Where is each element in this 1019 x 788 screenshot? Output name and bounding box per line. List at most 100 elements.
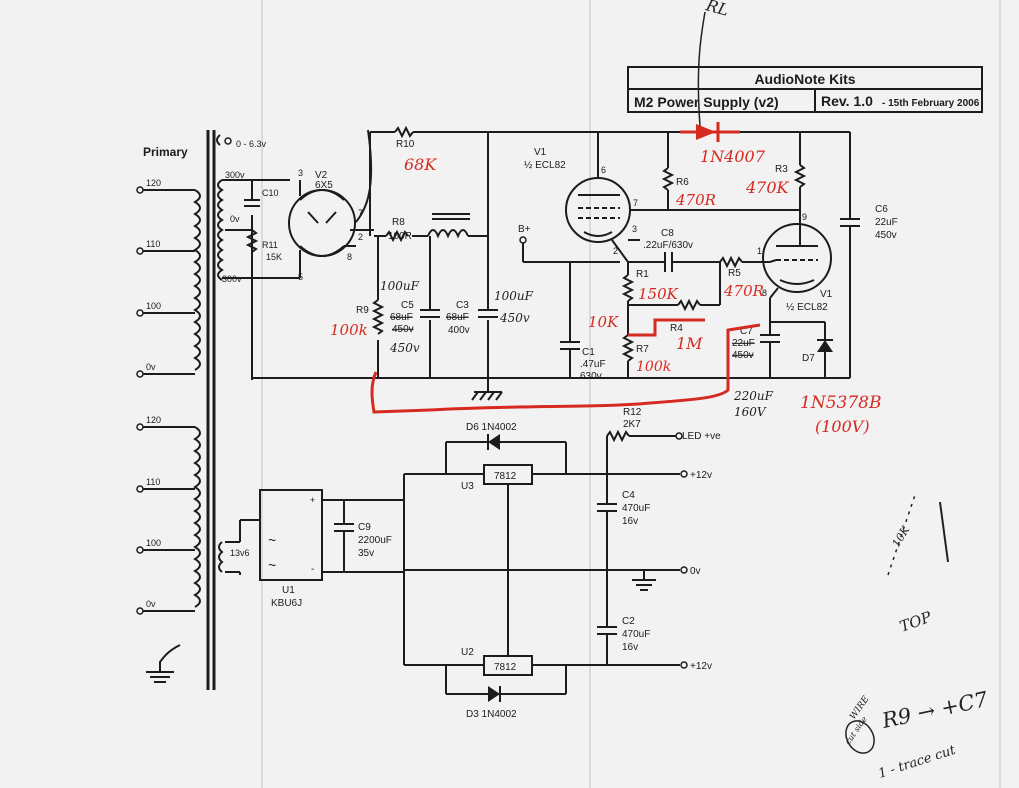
u3-ref: U3 (461, 481, 474, 492)
r8-ref: R8 (392, 217, 405, 228)
r12-ref: R12 (623, 407, 642, 418)
note-10k: 10K (890, 523, 913, 549)
r11-value: 15K (266, 252, 282, 262)
r9: R9 100k (330, 299, 385, 339)
c1-red-value: 10K (588, 313, 619, 331)
lv-supply: + - ~ ~ U1 KBU6J C9 2200uF 35v 7812 U3 D… (225, 407, 721, 720)
c2-value: 470uF (622, 629, 650, 640)
v2-type: 6X5 (315, 180, 333, 191)
c3b-red-voltage: 450v (499, 311, 530, 325)
u2-type: 7812 (494, 662, 517, 673)
v1a-tube: V1 ½ ECL82 6 7 3 2 (524, 132, 668, 263)
tap-100-upper: 100 (146, 301, 161, 311)
c5-value: 68uF (390, 312, 413, 323)
r7-red-value: 100k (636, 359, 671, 375)
c5-voltage: 450v (392, 324, 414, 335)
u3-type: 7812 (494, 471, 517, 482)
c8: C8 .22uF/630v (628, 228, 720, 272)
top-mark: RL (703, 0, 731, 20)
r11-ref: R11 (262, 240, 278, 250)
transformer: Primary 120 110 100 0v (136, 130, 267, 690)
v2-pin8: 8 (347, 252, 352, 262)
c6-voltage: 450v (875, 230, 897, 241)
diode-red-type: 1N4007 (700, 147, 766, 166)
revision: Rev. 1.0 (821, 93, 873, 109)
out-gnd-label: 0v (690, 566, 701, 577)
v1b-pin8: 8 (762, 288, 767, 298)
c5-red-value: 100uF (380, 279, 420, 293)
r5-label: R5 (728, 268, 741, 279)
c3-voltage: 400v (448, 325, 470, 336)
primary-taps-upper: 120 110 100 0v (136, 178, 195, 378)
c4-value: 470uF (622, 503, 650, 514)
handwritten-notes: 10K TOP WIRE cut side R9 → +C7 1 - trace… (843, 491, 990, 782)
v1b-tube: 1 9 8 V1 ½ ECL82 (757, 212, 833, 335)
r10: R10 68K (394, 125, 437, 174)
c7-value: 22uF (732, 338, 755, 349)
c1-voltage: 630v (580, 371, 602, 382)
c10-label: C10 (262, 188, 279, 198)
r9-red-value: 100k (330, 321, 368, 339)
r12-value: 2K7 (623, 419, 641, 430)
led-label: LED +ve (682, 431, 721, 442)
c2-ref: C2 (622, 616, 635, 627)
c7-red-voltage: 160V (734, 405, 767, 419)
out-top-label: +12v (690, 470, 712, 481)
red-wire-r9-c7 (370, 323, 761, 414)
c5-ref: C5 (401, 300, 414, 311)
ac-symbol-2: ~ (268, 557, 276, 573)
r1-red-value: 150K (638, 285, 679, 303)
c3-value: 68uF (446, 312, 469, 323)
r3-label: R3 (775, 164, 788, 175)
c5: C5 68uF 450v 100uF 450v (380, 279, 440, 355)
r7-label: R7 (636, 344, 649, 355)
pointer-line (697, 11, 706, 127)
c3b-red-value: 100uF (494, 289, 534, 303)
d7-label: D7 (802, 353, 815, 364)
hv-center-tap: 0v (230, 214, 240, 224)
zener-red-type: 1N5378B (800, 393, 881, 413)
c6: C6 22uF 450v (840, 132, 898, 378)
r10-label: R10 (396, 139, 415, 150)
r6-red-value: 470R (675, 191, 716, 209)
zener-red-voltage: (100V) (815, 417, 870, 436)
u1-type: KBU6J (271, 598, 302, 609)
title-block: AudioNote Kits M2 Power Supply (v2) Rev.… (627, 66, 983, 113)
c6-value: 22uF (875, 217, 898, 228)
d3-label: D3 1N4002 (466, 709, 517, 720)
u2-ref: U2 (461, 647, 474, 658)
c9-value: 2200uF (358, 535, 392, 546)
c7-red-value: 220uF (733, 389, 774, 403)
red-diode: 1N4007 (680, 122, 766, 166)
u1-plus: + (310, 495, 315, 505)
v1a-pin2: 2 (613, 246, 618, 256)
out-bottom-label: +12v (690, 661, 712, 672)
c7: C7 22uF 450v 220uF 160V (732, 321, 825, 419)
d6-label: D6 1N4002 (466, 422, 517, 433)
lv-tap: 13v6 (230, 548, 250, 558)
c1-value: .47uF (580, 359, 606, 370)
r4-label: R4 (670, 323, 683, 334)
v1a-pin7: 7 (633, 198, 638, 208)
r4: R4 1M (628, 262, 721, 353)
c4-ref: C4 (622, 490, 635, 501)
tap-0v-upper: 0v (146, 362, 156, 372)
revision-date: - 15th February 2006 (882, 98, 980, 109)
tap-120-lower: 120 (146, 415, 161, 425)
r1: R1 150K (621, 262, 679, 335)
u1-ref: U1 (282, 585, 295, 596)
bplus-label: B+ (518, 224, 531, 235)
r6-label: R6 (676, 177, 689, 188)
v2-ref: V2 (315, 170, 328, 181)
v1b-pin9: 9 (802, 212, 807, 222)
heater-tap: 0 - 6.3v (236, 139, 267, 149)
c8-ref: C8 (661, 228, 674, 239)
c7-voltage: 450v (732, 350, 754, 361)
v1a-pin6: 6 (601, 165, 606, 175)
r6: R6 470R (661, 132, 716, 210)
r3-red-value: 470K (745, 178, 790, 197)
v1a-ref: V1 (534, 147, 547, 158)
v2-pin3: 3 (298, 168, 303, 178)
primary-taps-lower: 120 110 100 0v (136, 415, 195, 615)
r8: R8 100R (385, 217, 409, 243)
